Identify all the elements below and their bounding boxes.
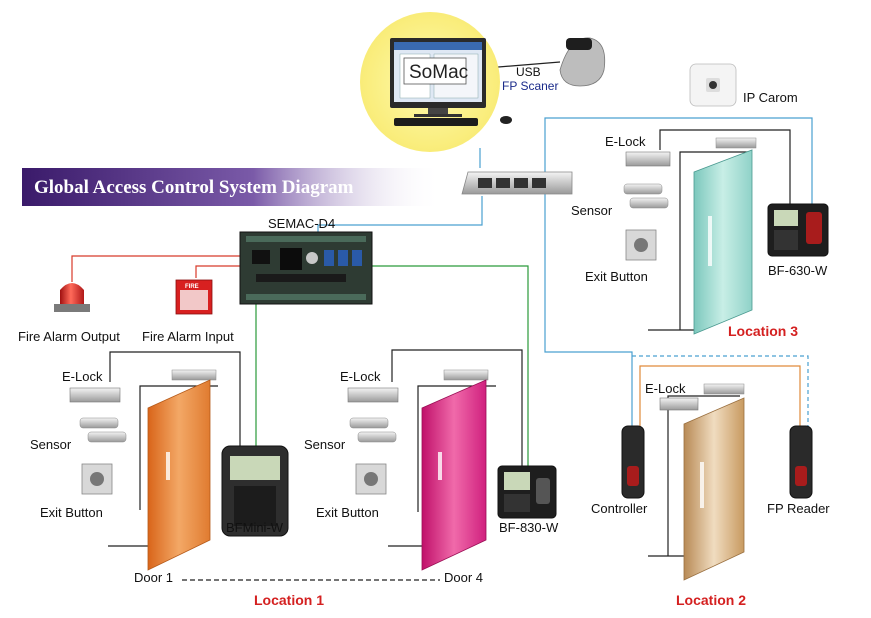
- loc2-lock-wire: [639, 365, 801, 430]
- loc2-fp-reader: [789, 425, 813, 499]
- door1-sensor: [79, 417, 127, 443]
- door4-sensor-label: Sensor: [304, 437, 346, 452]
- door4-sensor: [349, 417, 397, 443]
- bfmini-reader: [221, 445, 289, 537]
- location2-label: Location 2: [676, 592, 746, 608]
- network-wire-loc2: [544, 178, 633, 430]
- diagram-title: Global Access Control System Diagram: [34, 177, 354, 198]
- loc3-exit-button: [625, 229, 657, 261]
- door1-elock-label: E-Lock: [62, 369, 103, 384]
- somac-workstation: SoMac: [360, 12, 512, 152]
- fp-scanner-label: FP Scaner: [502, 79, 558, 93]
- bf830-wire: [372, 265, 529, 466]
- door1-assembly: E-Lock Sensor Exit Button Door 1 BFMini-…: [30, 369, 289, 585]
- bf630-label: BF-630-W: [768, 263, 828, 278]
- title-banner: Global Access Control System Diagram: [22, 168, 442, 206]
- loc3-closer: [715, 137, 757, 149]
- ip-camera-label: IP Carom: [743, 90, 798, 105]
- bfmini-label: BFMini-W: [226, 520, 284, 535]
- door1-leaf: [147, 379, 211, 571]
- mouse-icon: [500, 116, 512, 124]
- loc2-controller-device: [621, 425, 645, 499]
- fire-output-label: Fire Alarm Output: [18, 329, 120, 344]
- door4-wire: [391, 349, 523, 466]
- somac-label: SoMac: [409, 62, 468, 83]
- door4-exit-button: [355, 463, 387, 495]
- keyboard-icon: [394, 118, 478, 126]
- fire-input-wire: [195, 265, 240, 278]
- door4-elock: [347, 387, 399, 403]
- network-wire-fp: [632, 355, 809, 430]
- bf830-reader: [497, 465, 557, 519]
- loc3-frame: [679, 151, 752, 330]
- fire-output-wire: [71, 255, 240, 282]
- network-wire-loc3: [540, 117, 813, 212]
- door1-exit-button: [81, 463, 113, 495]
- loc3-elock: [625, 151, 671, 167]
- fire-alarm-input: FIRE Fire Alarm Input: [142, 279, 234, 344]
- location3-assembly: E-Lock Sensor Exit Button BF-630-W: [571, 134, 829, 335]
- fp-scanner: USB FP Scaner: [502, 37, 606, 93]
- door4-label: Door 4: [444, 570, 483, 585]
- door4-frame: [417, 385, 496, 512]
- network-switch: [461, 171, 573, 195]
- semac-controller-board: SEMAC-D4: [239, 216, 373, 305]
- loc3-sensor: [623, 183, 669, 209]
- location2-assembly: E-Lock Controller FP Reader: [591, 381, 830, 581]
- fire-sign-text: FIRE: [185, 284, 199, 290]
- door1-label: Door 1: [134, 570, 173, 585]
- loc2-elock: [659, 397, 699, 411]
- door4-assembly: E-Lock Sensor Exit Button Door 4 BF-830-…: [304, 369, 559, 585]
- loc3-sensor-label: Sensor: [571, 203, 613, 218]
- usb-label: USB: [516, 65, 541, 79]
- door1-exit-label: Exit Button: [40, 505, 103, 520]
- loc3-door-leaf: [693, 149, 753, 335]
- fire-alarm-output: Fire Alarm Output: [18, 283, 120, 344]
- bf630-reader: [767, 203, 829, 257]
- loc2-elock-label: E-Lock: [645, 381, 686, 396]
- bf830-label: BF-830-W: [499, 520, 559, 535]
- door4-closer: [443, 369, 489, 381]
- door4-leaf: [421, 379, 487, 571]
- semac-label: SEMAC-D4: [268, 216, 335, 231]
- door4-elock-label: E-Lock: [340, 369, 381, 384]
- door1-wire: [109, 351, 241, 448]
- loc2-fp-reader-label: FP Reader: [767, 501, 830, 516]
- network-wire-panel: [317, 196, 483, 232]
- loc3-exit-label: Exit Button: [585, 269, 648, 284]
- loc2-frame: [667, 395, 740, 556]
- loc2-closer: [703, 383, 745, 395]
- door1-closer: [171, 369, 217, 381]
- door1-frame: [139, 385, 218, 510]
- fire-input-label: Fire Alarm Input: [142, 329, 234, 344]
- camera-lens-icon: [709, 81, 717, 89]
- door1-sensor-label: Sensor: [30, 437, 72, 452]
- loc2-controller-label: Controller: [591, 501, 648, 516]
- ip-camera: IP Carom: [689, 63, 798, 107]
- location1-label: Location 1: [254, 592, 324, 608]
- door1-elock: [69, 387, 121, 403]
- location3-label: Location 3: [728, 323, 798, 339]
- loc3-elock-label: E-Lock: [605, 134, 646, 149]
- loc2-door-leaf: [683, 397, 745, 581]
- door4-exit-label: Exit Button: [316, 505, 379, 520]
- wiring: [71, 61, 813, 581]
- loc3-wire: [659, 129, 791, 212]
